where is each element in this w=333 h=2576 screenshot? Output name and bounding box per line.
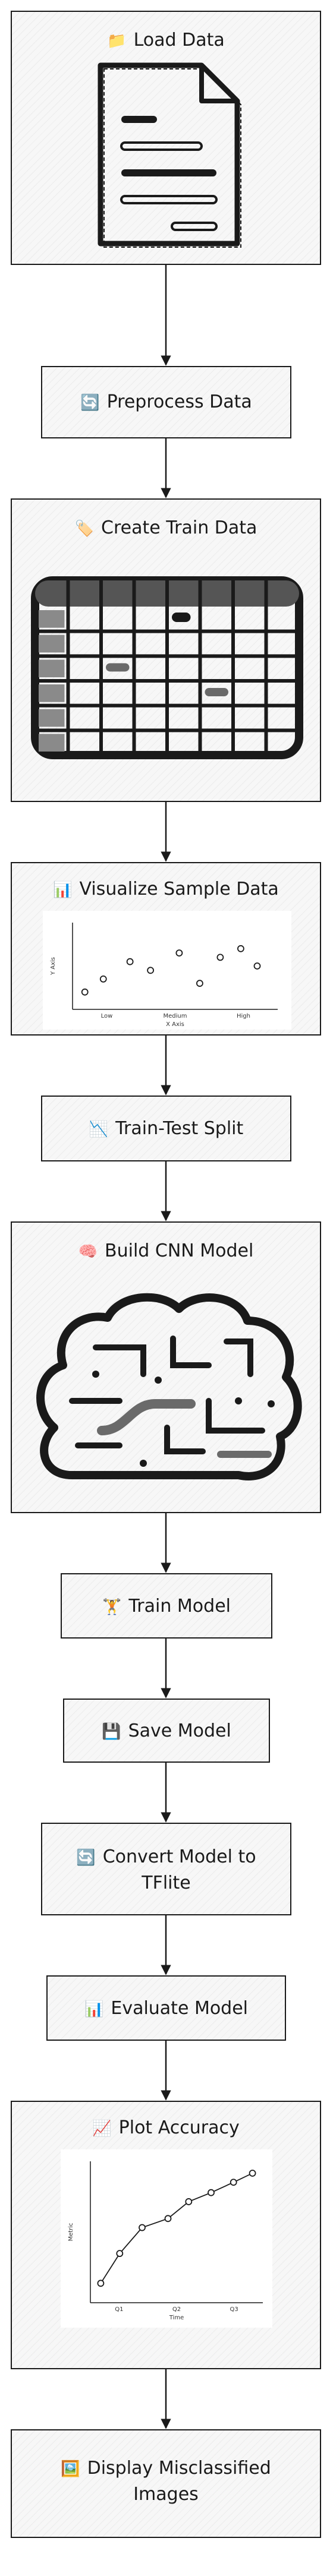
table-first-column-cell — [39, 610, 65, 628]
node-convert-model-title-line2: TFlite — [142, 1873, 191, 1893]
weightlifter-icon: 🏋️ — [102, 1598, 122, 1616]
node-load-data-title: 📁Load Data — [12, 29, 320, 53]
sample-chart-x-axis-label: X Axis — [166, 1021, 184, 1028]
accuracy-chart-x-tick-label: Q3 — [230, 2306, 238, 2313]
sample-chart-point — [81, 988, 89, 996]
node-train-test-split-title: 📉Train-Test Split — [42, 1117, 290, 1141]
chart-increasing-icon: 📈 — [92, 2120, 112, 2138]
node-train-test-split[interactable]: 📉Train-Test Split — [41, 1096, 291, 1161]
sample-chart-point — [196, 980, 203, 987]
accuracy-chart-point — [185, 2198, 193, 2205]
node-create-train-data[interactable]: 🏷️Create Train Data — [11, 498, 321, 802]
node-evaluate-model[interactable]: 📊Evaluate Model — [46, 1975, 286, 2041]
node-train-model[interactable]: 🏋️Train Model — [61, 1573, 272, 1639]
accuracy-chart-point — [249, 2170, 256, 2177]
sample-chart-panel: Low Medium High X Axis Y Axis — [43, 911, 291, 1030]
framed-picture-icon: 🖼️ — [61, 2460, 80, 2478]
refresh-icon: 🔄 — [80, 394, 100, 412]
node-display-misclassified[interactable]: 🖼️Display Misclassified Images — [11, 2429, 321, 2538]
node-evaluate-model-title: 📊Evaluate Model — [48, 1997, 285, 2021]
node-visualize-sample-data[interactable]: 📊Visualize Sample Data Low Medium High X Ax… — [11, 862, 321, 1036]
brain-icon — [36, 1293, 302, 1480]
node-convert-model[interactable]: 🔄Convert Model to TFlite — [41, 1823, 291, 1915]
node-build-cnn-model-title: 🧠Build CNN Model — [12, 1239, 320, 1264]
accuracy-chart-x-tick-label: Q1 — [115, 2306, 123, 2313]
sample-chart-x-tick-label: Low — [101, 1013, 113, 1019]
node-load-data[interactable]: 📁Load Data — [11, 11, 321, 265]
trend-down-icon: 📉 — [89, 1120, 109, 1138]
brain-emoji-icon: 🧠 — [78, 1243, 98, 1261]
sample-chart-point — [99, 976, 107, 983]
accuracy-chart-x-axis-label: Time — [169, 2315, 184, 2321]
sample-chart-y-axis-label: Y Axis — [50, 957, 56, 976]
table-highlight-pill — [172, 613, 191, 622]
accuracy-chart-x-tick-label: Q2 — [172, 2306, 181, 2313]
sample-chart-point — [237, 945, 244, 952]
node-preprocess-data[interactable]: 🔄Preprocess Data — [41, 366, 291, 438]
sample-scatter-chart: Low Medium High X Axis Y Axis — [50, 923, 278, 1028]
accuracy-chart-y-axis-label: Metric — [68, 2223, 74, 2241]
table-highlight-pill — [205, 688, 228, 696]
table-first-column-cell — [39, 684, 65, 702]
accuracy-chart-point — [230, 2179, 237, 2186]
accuracy-chart-point — [208, 2189, 215, 2196]
accuracy-chart-series-line — [100, 2173, 253, 2284]
node-preprocess-data-title: 🔄Preprocess Data — [42, 390, 290, 415]
label-icon: 🏷️ — [74, 520, 94, 538]
sample-chart-x-tick-label: High — [237, 1013, 250, 1019]
node-save-model-title: 💾Save Model — [64, 1719, 269, 1744]
table-icon — [31, 576, 303, 759]
table-first-column-cell — [39, 659, 65, 677]
refresh-icon: 🔄 — [76, 1849, 96, 1867]
node-convert-model-title: 🔄Convert Model to — [42, 1845, 290, 1870]
bar-chart-icon: 📊 — [84, 2000, 104, 2018]
node-display-misclassified-title: 🖼️Display Misclassified — [12, 2457, 320, 2481]
sample-chart-point — [253, 962, 261, 970]
node-save-model[interactable]: 💾Save Model — [63, 1699, 270, 1763]
floppy-disk-icon: 💾 — [102, 1723, 121, 1741]
document-icon — [98, 62, 241, 248]
table-first-column-cell — [39, 634, 65, 653]
node-plot-accuracy-title: 📈Plot Accuracy — [12, 2116, 320, 2141]
sample-chart-x-tick-label: Medium — [164, 1013, 187, 1019]
node-visualize-sample-data-title: 📊Visualize Sample Data — [12, 877, 320, 902]
bar-chart-icon: 📊 — [53, 881, 73, 899]
node-build-cnn-model[interactable]: 🧠Build CNN Model — [11, 1221, 321, 1513]
sample-chart-point — [175, 949, 183, 956]
node-display-misclassified-title-line2: Images — [133, 2484, 199, 2505]
table-highlight-pill — [106, 663, 130, 672]
table-first-column-cell — [39, 709, 65, 727]
accuracy-chart-point — [116, 2250, 124, 2258]
table-first-column-cell — [39, 734, 65, 752]
sample-chart-point — [147, 967, 155, 974]
node-create-train-data-title: 🏷️Create Train Data — [12, 516, 320, 541]
accuracy-chart-point — [164, 2215, 172, 2223]
node-train-model-title: 🏋️Train Model — [62, 1595, 271, 1619]
accuracy-chart-point — [97, 2280, 105, 2287]
sample-chart-point — [126, 958, 134, 965]
accuracy-chart-point — [139, 2224, 146, 2231]
sample-chart-point — [216, 954, 224, 961]
folder-icon: 📁 — [107, 32, 127, 50]
